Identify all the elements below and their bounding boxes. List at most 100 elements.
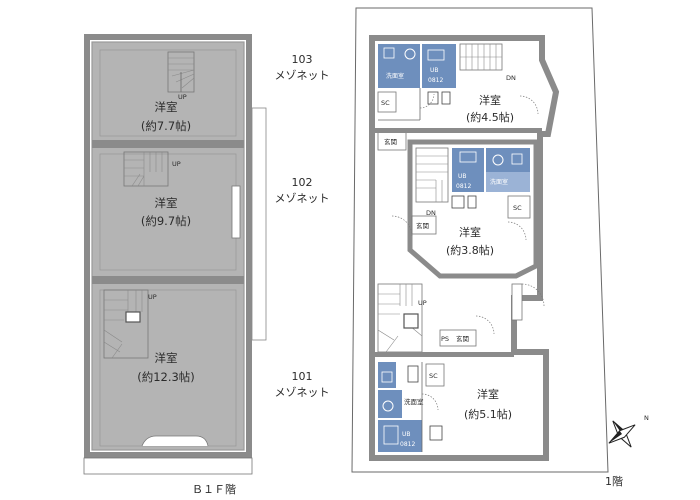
ub-label-101: UB (402, 431, 411, 438)
toilet-101b-icon (429, 425, 443, 441)
washroom-label-102: 洗面室 (490, 178, 508, 186)
toilet-101-icon (407, 365, 419, 383)
tank-103-icon (441, 91, 451, 105)
dn-label-102: DN (426, 209, 436, 217)
unit-type-101: メゾネット (275, 386, 330, 399)
first-floor-plan: 洗面室 UB 0812 DN SC 洋室 (約4.5帖) 玄関 (351, 7, 623, 488)
bath-102 (452, 148, 484, 192)
basement-foundation (83, 457, 253, 475)
basement-wall-top (84, 34, 252, 40)
tank-102-icon (467, 195, 477, 209)
washbasin-103 (378, 68, 420, 88)
stair-label-up-102: UP (172, 160, 181, 168)
unit-type-102: メゾネット (275, 192, 330, 205)
unit-102-wall (407, 139, 539, 279)
unit-101-first-floor: UP PS 玄関 洗面室 UB 0812 SC (372, 283, 514, 452)
washer-103-icon (383, 47, 395, 59)
basement-wall-left (84, 34, 90, 458)
ps-label-101: PS (441, 335, 449, 343)
stair-103-b1 (167, 51, 195, 93)
sc-label-103: SC (381, 99, 390, 107)
room-name-1f-102: 洋室 (459, 225, 481, 239)
washroom-101 (378, 390, 402, 418)
ub-label-103: UB (430, 67, 439, 74)
entrance-label-101: 玄関 (456, 334, 469, 343)
entrance-label-102: 玄関 (416, 221, 429, 230)
room-name-b1-101: 洋室 (155, 351, 178, 365)
compass-north-label: N (644, 414, 649, 422)
closet-101 (425, 363, 445, 387)
room-name-1f-103: 洋室 (479, 93, 501, 107)
stair-label-up-101: UP (148, 293, 157, 301)
unit-number-101: 101 (292, 370, 313, 383)
washroom-label-101: 洗面室 (404, 397, 424, 406)
toilet-103-icon (427, 91, 439, 105)
room-size-1f-103: (約4.5帖) (466, 110, 514, 124)
room-size-b1-103: (約7.7帖) (141, 119, 191, 133)
compass (608, 420, 636, 448)
basement-bay-101 (141, 435, 209, 447)
washer-101-icon (381, 371, 393, 383)
basement-wall-bottom (84, 452, 252, 458)
basement-plan: UP UP UP 洋室 (約7.7帖) 洋室 (約9.7帖) 洋室 (約12.3… (83, 34, 267, 496)
basement-partition-2 (92, 276, 244, 284)
stair-label-up-103: UP (178, 93, 187, 101)
washer-102-icon (511, 153, 523, 165)
basement-floor-label: Ｂ１Ｆ階 (192, 482, 236, 496)
building-outer-wall (369, 35, 560, 461)
room-103-b1-outline (99, 49, 237, 137)
door-102-exterior (511, 283, 523, 321)
compass-west-half-icon (608, 430, 622, 444)
basement-wall-right (246, 34, 252, 458)
basement-partition-1 (92, 140, 244, 148)
tub-102-icon (459, 151, 477, 163)
room-size-b1-102: (約9.7帖) (141, 214, 191, 228)
up-label-101: UP (418, 299, 427, 307)
site-boundary (351, 7, 609, 473)
room-size-1f-102: (約3.8帖) (446, 243, 494, 257)
basement-dry-area (251, 107, 267, 341)
first-floor-label: 1階 (605, 474, 623, 488)
toilet-102-icon (451, 195, 465, 209)
room-name-b1-103: 洋室 (155, 100, 178, 114)
entrance-102 (411, 215, 437, 235)
bath-101 (378, 420, 422, 452)
room-name-b1-102: 洋室 (155, 196, 178, 210)
entrance-101 (439, 329, 477, 347)
entrance-label-103: 玄関 (384, 137, 397, 146)
ub-size-103: 0812 (428, 77, 443, 84)
basement-window-102 (231, 185, 241, 239)
ub-label-102: UB (458, 173, 467, 180)
unit-103-first-floor: 洗面室 UB 0812 DN SC 洋室 (約4.5帖) 玄関 (377, 43, 516, 151)
tub-103-icon (427, 49, 445, 61)
sc-label-101: SC (429, 372, 438, 380)
sink-103-icon (404, 48, 416, 60)
unit-102-first-floor: UB 0812 洗面室 DN SC 玄関 洋室 (約3.8帖) (391, 139, 539, 279)
stair-102-1f (415, 147, 449, 203)
unit-type-103: メゾネット (275, 69, 330, 82)
sink-101-icon (382, 400, 394, 412)
unit-number-102: 102 (292, 176, 313, 189)
basement-inner-outline (91, 41, 245, 451)
sink-102-icon (492, 154, 504, 166)
room-size-b1-101: (約12.3帖) (137, 370, 195, 384)
washbasin-102 (486, 172, 530, 192)
wall-103-102 (372, 128, 542, 133)
stair-102-b1 (123, 151, 169, 187)
washer-area-101 (378, 362, 396, 388)
stair-101-b1 (103, 289, 149, 359)
ub-size-101: 0812 (400, 441, 415, 448)
dn-label-103: DN (506, 74, 516, 82)
sc-label-102: SC (513, 204, 522, 212)
ub-size-102: 0812 (456, 183, 471, 190)
room-name-1f-101: 洋室 (477, 387, 499, 401)
unit-number-103: 103 (292, 53, 313, 66)
closet-102 (507, 195, 531, 219)
unit-labels: 103 メゾネット 102 メゾネット 101 メゾネット (275, 53, 330, 399)
tub-101-icon (383, 425, 399, 445)
washroom-label-103: 洗面室 (386, 72, 404, 80)
wall-101-top (372, 352, 514, 357)
closet-103 (377, 91, 397, 113)
room-size-1f-101: (約5.1帖) (464, 407, 512, 421)
